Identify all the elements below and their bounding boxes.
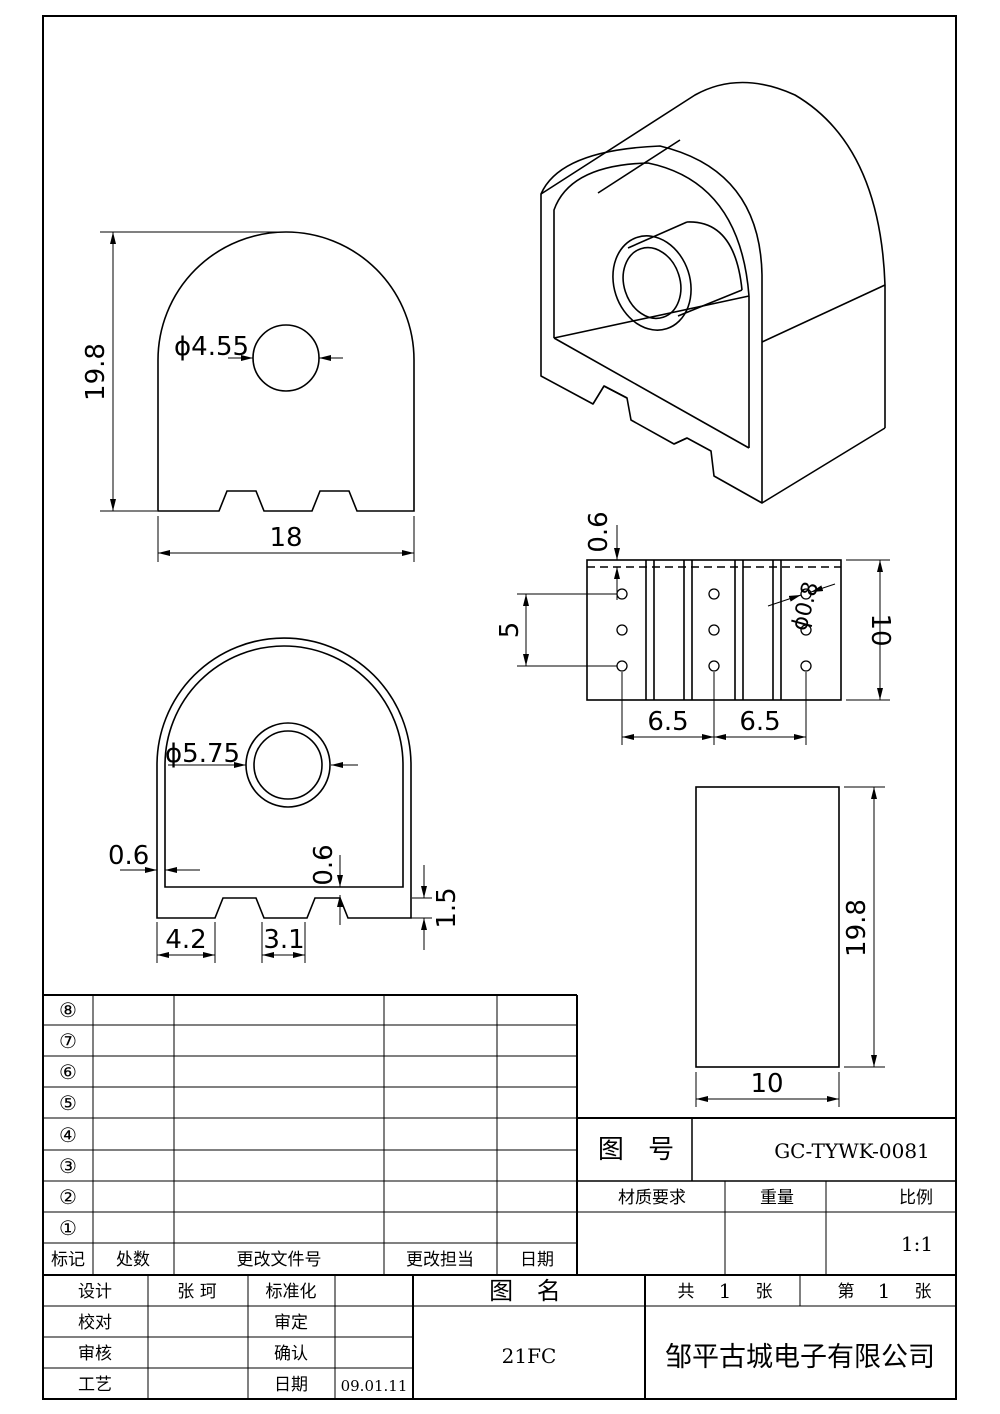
- revision-marker: ②: [59, 1185, 77, 1209]
- section-tube-inner: [253, 730, 323, 800]
- designer-name: 张 珂: [177, 1282, 216, 1302]
- section-wall-dim: 0.6: [108, 841, 149, 871]
- date-label: 日期: [274, 1375, 308, 1395]
- revision-marker: ⑤: [59, 1091, 77, 1115]
- confirm-label: 确认: [274, 1344, 308, 1364]
- bottom-pin-dia-dim: ϕ0.8: [787, 579, 824, 633]
- company-name: 邹平古城电子有限公司: [665, 1342, 935, 1373]
- revision-headers: 标记 处数 更改文件号 更改担当 日期: [51, 1250, 554, 1270]
- sheet-number: 1: [878, 1279, 891, 1303]
- front-hole-dim: ϕ4.55: [174, 332, 249, 362]
- total-unit: 张: [756, 1282, 773, 1302]
- front-view: [157, 231, 415, 512]
- material-label: 材质要求: [618, 1188, 686, 1208]
- revision-markers: ⑧ ⑦ ⑥ ⑤ ④ ③ ② ①: [59, 998, 77, 1240]
- drawing-border: [42, 15, 957, 1400]
- section-view-dimensions: [120, 762, 432, 963]
- bottom-view: [586, 559, 842, 701]
- drawing-number: GC-TYWK-0081: [774, 1139, 930, 1163]
- bottom-view-dimensions: [517, 525, 890, 745]
- front-center-hole: [252, 324, 320, 392]
- isometric-view: [540, 81, 886, 504]
- standard-label: 标准化: [266, 1282, 317, 1302]
- section-tube-outer: [245, 722, 331, 808]
- front-width-dim: 18: [269, 523, 302, 553]
- review-label: 审核: [78, 1344, 112, 1364]
- approve-label: 审定: [274, 1313, 308, 1333]
- revision-marker: ⑧: [59, 998, 77, 1022]
- design-label: 设计: [78, 1282, 112, 1302]
- scale-label: 比例: [899, 1188, 933, 1208]
- header-date: 日期: [520, 1250, 554, 1270]
- side-height-dim: 19.8: [842, 899, 872, 957]
- side-view-dimensions: [695, 786, 885, 1107]
- section-notch-height-dim: 1.5: [432, 887, 462, 928]
- bottom-pitch-2-dim: 6.5: [739, 707, 780, 737]
- front-view-dimensions: [100, 231, 415, 562]
- part-name: 21FC: [502, 1344, 557, 1368]
- header-count: 处数: [116, 1250, 150, 1270]
- bottom-depth-dim: 10: [865, 613, 895, 646]
- revision-marker: ③: [59, 1154, 77, 1178]
- scale-value: 1:1: [901, 1232, 933, 1256]
- revision-marker: ①: [59, 1216, 77, 1240]
- header-change-doc: 更改文件号: [237, 1250, 322, 1270]
- bottom-top-offset-dim: 0.6: [584, 511, 614, 552]
- section-foot-width-dim: 4.2: [165, 925, 206, 955]
- header-change-owner: 更改担当: [406, 1250, 474, 1270]
- total-prefix: 共: [678, 1282, 695, 1302]
- section-floor-dim: 0.6: [309, 844, 339, 885]
- side-width-dim: 10: [750, 1069, 783, 1099]
- section-view: [156, 637, 412, 919]
- revision-table: [43, 994, 578, 1275]
- section-hole-dim: ϕ5.75: [165, 739, 240, 769]
- revision-marker: ⑥: [59, 1060, 77, 1084]
- process-label: 工艺: [78, 1375, 112, 1395]
- sheet-prefix: 第: [838, 1282, 855, 1302]
- side-view: [695, 786, 840, 1068]
- revision-marker: ④: [59, 1123, 77, 1147]
- section-notch-width-dim: 3.1: [263, 925, 304, 955]
- bottom-hole-span-dim: 5: [495, 622, 525, 639]
- total-sheets: 1: [719, 1279, 732, 1303]
- bottom-pitch-1-dim: 6.5: [647, 707, 688, 737]
- weight-label: 重量: [760, 1188, 794, 1208]
- drawing-name-label: 图 名: [489, 1277, 569, 1305]
- front-height-dim: 19.8: [81, 343, 111, 401]
- drawing-no-label: 图 号: [598, 1135, 682, 1165]
- title-block-grid: [43, 1117, 956, 1399]
- date-value: 09.01.11: [341, 1377, 408, 1395]
- header-mark: 标记: [51, 1250, 85, 1270]
- sheet-unit: 张: [915, 1282, 932, 1302]
- revision-marker: ⑦: [59, 1029, 77, 1053]
- check-label: 校对: [78, 1313, 112, 1333]
